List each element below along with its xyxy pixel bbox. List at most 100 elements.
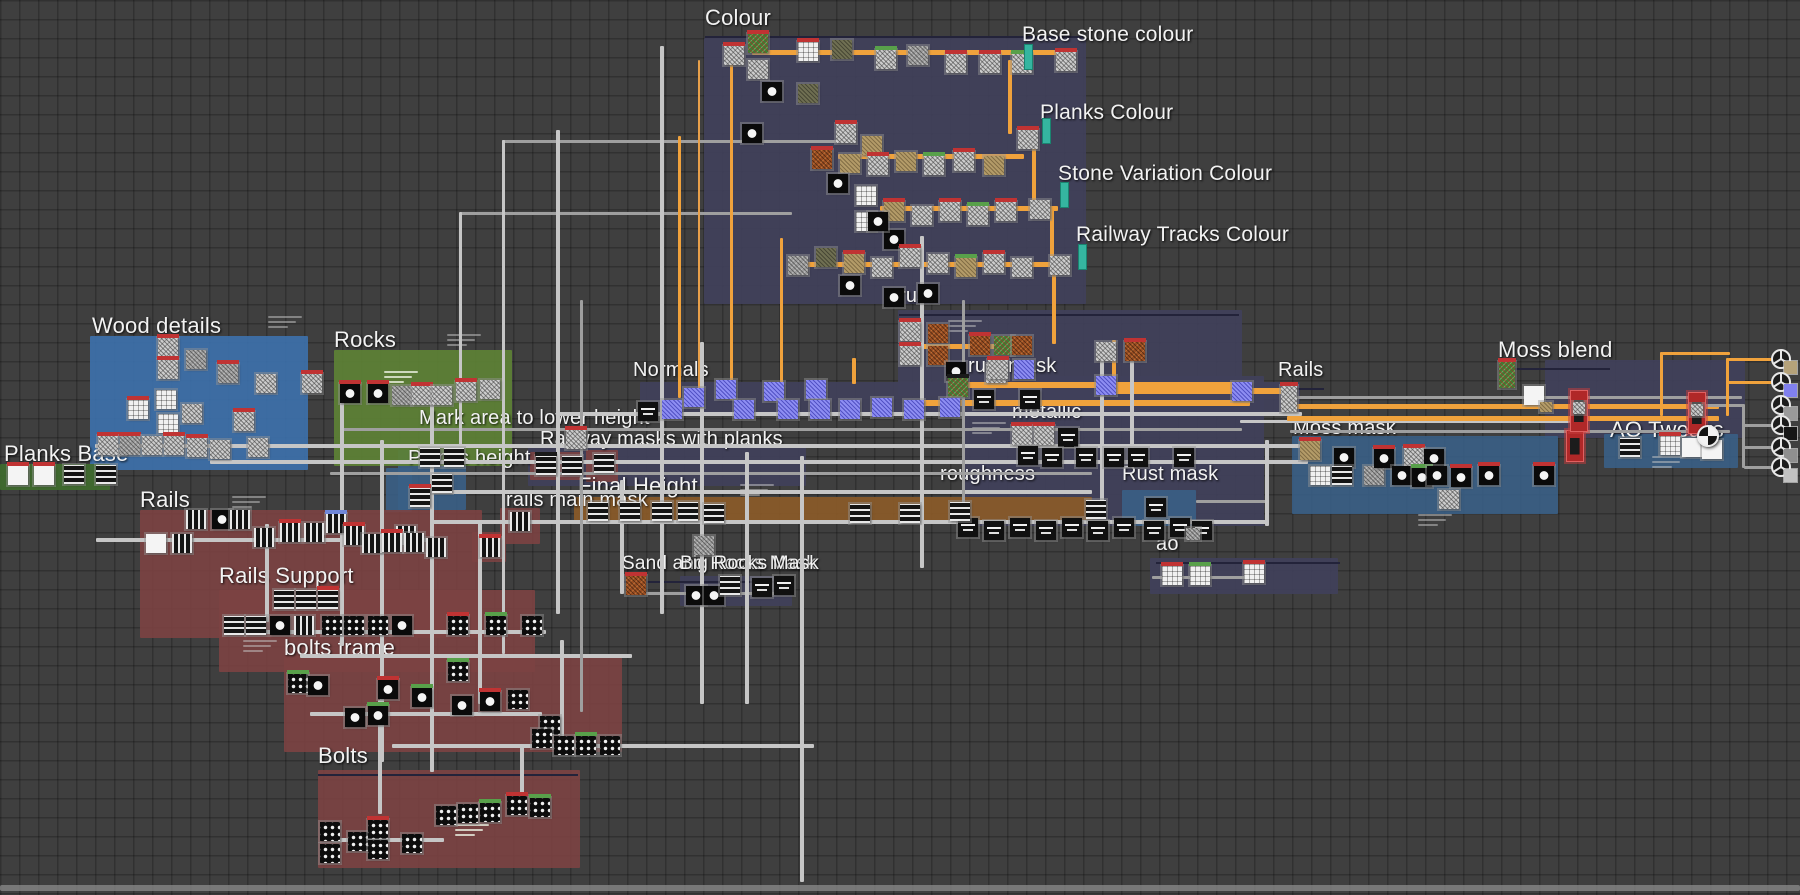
graph-node[interactable] — [900, 504, 920, 523]
horizontal-scrollbar[interactable] — [0, 885, 1800, 891]
graph-node[interactable] — [764, 382, 784, 401]
frame-label[interactable]: Rails Support — [219, 563, 354, 588]
graph-node[interactable] — [1036, 521, 1056, 540]
graph-node[interactable] — [1076, 448, 1096, 467]
graph-node[interactable] — [752, 578, 772, 597]
graph-node[interactable] — [362, 534, 382, 553]
frame-label[interactable]: Wood details — [92, 313, 222, 338]
graph-node[interactable] — [479, 688, 501, 711]
graph-node[interactable] — [828, 174, 848, 193]
output-thumbnail[interactable] — [1784, 427, 1797, 440]
graph-node[interactable] — [620, 502, 640, 521]
graph-node[interactable] — [1050, 256, 1070, 275]
graph-node[interactable] — [734, 400, 754, 419]
graph-node[interactable] — [1364, 466, 1384, 485]
graph-node[interactable] — [317, 586, 339, 609]
graph-node[interactable] — [1659, 432, 1681, 455]
graph-node[interactable] — [409, 484, 431, 507]
graph-node[interactable] — [301, 370, 323, 393]
graph-node[interactable] — [1161, 562, 1183, 585]
graph-node[interactable] — [1186, 528, 1200, 540]
frame-label[interactable]: Base stone colour — [1022, 23, 1194, 46]
graph-node[interactable] — [304, 523, 324, 542]
frame-label[interactable]: Stone Variation Colour — [1058, 162, 1273, 185]
graph-node[interactable] — [274, 590, 294, 609]
graph-node[interactable] — [778, 400, 798, 419]
graph-node[interactable] — [995, 198, 1017, 221]
graph-node[interactable] — [928, 254, 948, 273]
graph-node[interactable] — [840, 154, 860, 173]
graph-node[interactable] — [146, 534, 166, 553]
graph-node[interactable] — [899, 318, 921, 341]
graph-node[interactable] — [1096, 376, 1116, 395]
graph-node[interactable] — [529, 794, 551, 817]
graph-node[interactable] — [1334, 448, 1354, 467]
graph-node[interactable] — [308, 676, 328, 695]
graph-node[interactable] — [1012, 258, 1032, 277]
graph-node[interactable] — [1427, 466, 1447, 485]
graph-node[interactable] — [320, 822, 340, 841]
graph-node[interactable] — [233, 408, 255, 431]
frame-label[interactable]: rails main mask — [506, 489, 648, 511]
graph-node[interactable] — [458, 804, 478, 823]
graph-node[interactable] — [955, 254, 977, 277]
anchor-pin-icon[interactable] — [1024, 44, 1033, 70]
graph-node[interactable] — [1682, 438, 1702, 457]
graph-node[interactable] — [217, 360, 239, 383]
graph-node[interactable] — [945, 50, 967, 73]
graph-node[interactable] — [296, 590, 316, 609]
graph-node[interactable] — [485, 612, 507, 635]
graph-node[interactable] — [798, 84, 818, 103]
graph-node[interactable] — [723, 42, 745, 65]
graph-node[interactable] — [97, 432, 119, 455]
graph-node[interactable] — [588, 502, 608, 521]
graph-node[interactable] — [432, 474, 452, 493]
graph-node[interactable] — [172, 534, 192, 553]
graph-node[interactable] — [662, 400, 682, 419]
graph-node[interactable] — [532, 729, 552, 748]
graph-node[interactable] — [856, 186, 876, 205]
graph-node[interactable] — [1620, 438, 1640, 457]
graph-node[interactable] — [1017, 126, 1039, 149]
graph-node[interactable] — [1042, 448, 1062, 467]
graph-node[interactable] — [436, 806, 456, 825]
anchor-pin-icon[interactable] — [1042, 118, 1051, 144]
graph-node[interactable] — [535, 452, 557, 475]
graph-node[interactable] — [1086, 500, 1106, 519]
graph-node[interactable] — [1697, 425, 1719, 447]
frame-label[interactable]: rust mask — [968, 355, 1057, 377]
graph-node[interactable] — [256, 374, 276, 393]
graph-node[interactable] — [508, 690, 528, 709]
graph-node[interactable] — [7, 462, 29, 485]
frame-label[interactable]: Rust mask — [1122, 463, 1219, 485]
graph-node[interactable] — [983, 250, 1005, 273]
graph-node[interactable] — [969, 332, 991, 355]
graph-node[interactable] — [958, 518, 978, 537]
graph-node[interactable] — [600, 736, 620, 755]
graph-node[interactable] — [840, 276, 860, 295]
graph-node[interactable] — [1403, 444, 1425, 467]
graph-node[interactable] — [158, 414, 178, 433]
graph-node[interactable] — [279, 519, 301, 542]
frame-label[interactable]: Normals — [633, 359, 709, 381]
graph-node[interactable] — [928, 324, 948, 343]
graph-node[interactable] — [1424, 449, 1444, 468]
graph-node[interactable] — [480, 380, 500, 399]
graph-node[interactable] — [811, 146, 833, 169]
frame-label[interactable]: bolts frame — [284, 635, 396, 660]
graph-node[interactable] — [1280, 382, 1298, 412]
graph-node[interactable] — [230, 510, 250, 529]
graph-node[interactable] — [455, 378, 477, 401]
output-thumbnail[interactable] — [1784, 361, 1797, 374]
graph-node[interactable] — [411, 382, 433, 405]
graph-node[interactable] — [479, 534, 501, 557]
graph-node[interactable] — [368, 616, 388, 635]
frame-label[interactable]: Moss blend — [1498, 337, 1613, 362]
graph-node[interactable] — [506, 792, 528, 815]
graph-node[interactable] — [119, 432, 141, 455]
graph-node[interactable] — [1012, 336, 1032, 355]
graph-node[interactable] — [377, 676, 399, 699]
graph-node[interactable] — [1114, 518, 1134, 537]
graph-node[interactable] — [774, 576, 794, 595]
